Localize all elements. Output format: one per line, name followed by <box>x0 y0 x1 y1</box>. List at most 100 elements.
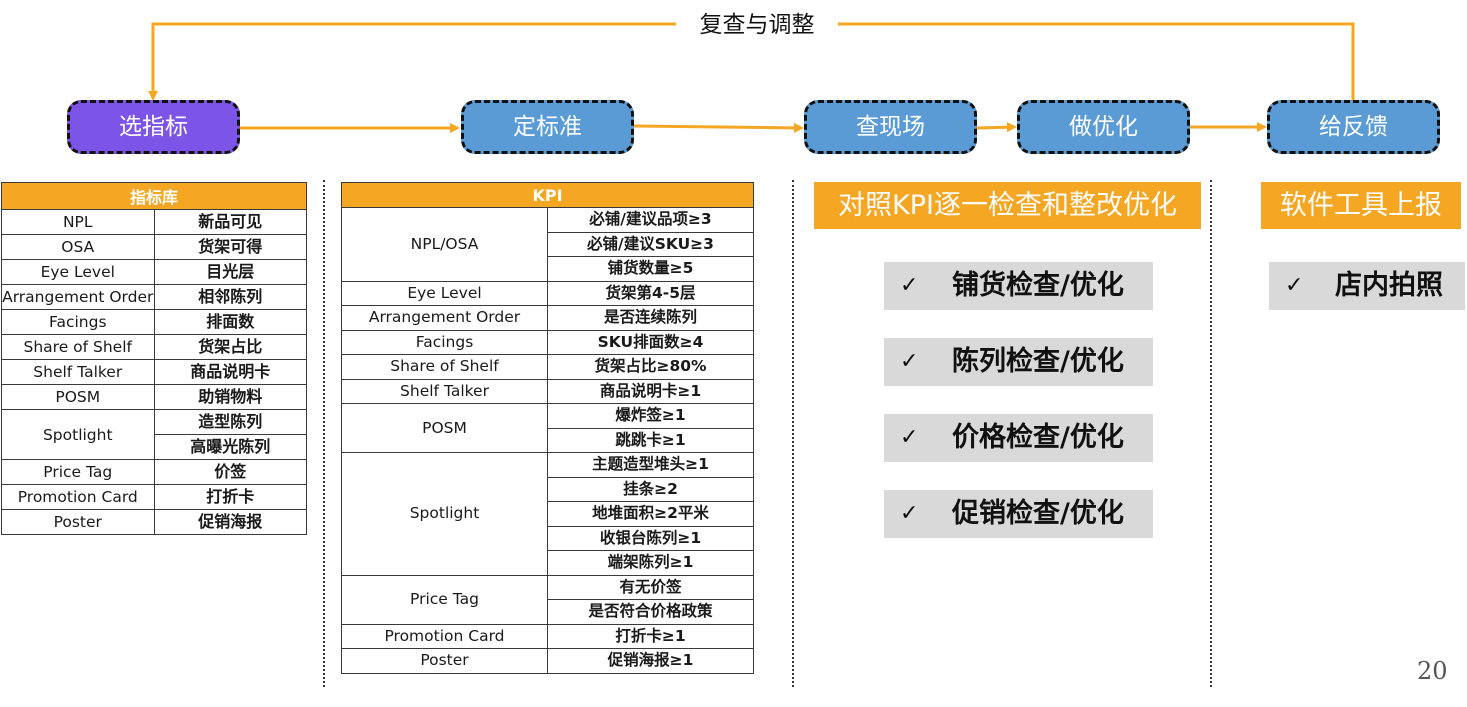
indicator-en: Price Tag <box>1 459 155 485</box>
kpi-standard: 货架第4-5层 <box>547 280 754 306</box>
indicator-zh: 货架占比 <box>153 334 307 360</box>
kpi-standard: 跳跳卡≥1 <box>547 427 754 453</box>
page-number: 20 <box>1417 657 1448 685</box>
table-row: 地堆面积≥2平米 <box>342 501 754 527</box>
kpi-standard: 货架占比≥80% <box>547 354 754 380</box>
report-item-label: 店内拍照 <box>1335 270 1443 301</box>
table-row: 高曝光陈列 <box>2 434 307 460</box>
table-row: 是否符合价格政策 <box>342 599 754 625</box>
table-row: 铺货数量≥5 <box>342 256 754 282</box>
kpi-indicator: Spotlight <box>341 452 548 576</box>
check-mark-icon: ✓ <box>900 425 919 450</box>
indicator-zh: 助销物料 <box>153 384 307 410</box>
kpi-indicator: Poster <box>341 648 548 674</box>
table-row: 必铺/建议SKU≥3 <box>342 231 754 257</box>
indicator-en: Promotion Card <box>1 484 155 510</box>
check-item-label: 铺货检查/优化 <box>952 270 1124 301</box>
indicator-zh: 排面数 <box>153 309 307 335</box>
indicator-en: Eye Level <box>1 259 155 285</box>
kpi-standard: 挂条≥2 <box>547 476 754 502</box>
indicator-en: Poster <box>1 509 155 535</box>
indicator-en: Arrangement Order <box>1 284 155 310</box>
check-mark-icon: ✓ <box>900 501 919 526</box>
check-item: ✓ 陈列检查/优化 <box>884 338 1153 386</box>
kpi-indicator: Shelf Talker <box>341 378 548 404</box>
check-banner: 对照KPI逐一检查和整改优化 <box>814 182 1201 229</box>
kpi-standard: 端架陈列≥1 <box>547 550 754 576</box>
kpi-standard: 收银台陈列≥1 <box>547 525 754 551</box>
check-item-label: 陈列检查/优化 <box>952 346 1124 377</box>
kpi-indicator: Promotion Card <box>341 623 548 649</box>
kpi-indicator: Arrangement Order <box>341 305 548 331</box>
kpi-indicator: NPL/OSA <box>341 207 548 282</box>
indicator-en: POSM <box>1 384 155 410</box>
indicator-zh: 商品说明卡 <box>153 359 307 385</box>
indicator-zh: 高曝光陈列 <box>153 434 307 460</box>
kpi-standard: 铺货数量≥5 <box>547 256 754 282</box>
kpi-standard: 促销海报≥1 <box>547 648 754 674</box>
flow-step-optimize: 做优化 <box>1017 100 1190 154</box>
report-banner: 软件工具上报 <box>1261 182 1461 229</box>
check-item: ✓ 铺货检查/优化 <box>884 262 1153 310</box>
indicator-zh: 相邻陈列 <box>153 284 307 310</box>
check-item-label: 价格检查/优化 <box>952 422 1124 453</box>
indicator-en: Share of Shelf <box>1 334 155 360</box>
indicator-en: Facings <box>1 309 155 335</box>
kpi-indicator: Price Tag <box>341 574 548 625</box>
check-item: ✓ 促销检查/优化 <box>884 490 1153 538</box>
check-item-label: 促销检查/优化 <box>952 498 1124 529</box>
table-header: 指标库 <box>1 182 307 210</box>
kpi-standard: 地堆面积≥2平米 <box>547 501 754 527</box>
kpi-standard: 爆炸签≥1 <box>547 403 754 429</box>
separator <box>792 180 794 687</box>
indicator-zh: 打折卡 <box>153 484 307 510</box>
flow-step-select-indicators: 选指标 <box>67 100 240 154</box>
flow-step-set-standards: 定标准 <box>461 100 634 154</box>
loop-label: 复查与调整 <box>676 8 838 42</box>
indicator-zh: 新品可见 <box>153 209 307 235</box>
table-row: 挂条≥2 <box>342 476 754 502</box>
separator <box>323 180 325 687</box>
kpi-standard: SKU排面数≥4 <box>547 329 754 355</box>
kpi-standard: 有无价签 <box>547 574 754 600</box>
indicator-zh: 促销海报 <box>153 509 307 535</box>
indicator-zh: 货架可得 <box>153 234 307 260</box>
check-mark-icon: ✓ <box>1285 273 1304 298</box>
indicator-zh: 造型陈列 <box>153 409 307 435</box>
indicator-en: Shelf Talker <box>1 359 155 385</box>
report-item: ✓ 店内拍照 <box>1269 262 1465 310</box>
indicator-zh: 价签 <box>153 459 307 485</box>
kpi-standard: 是否符合价格政策 <box>547 599 754 625</box>
indicator-en: Spotlight <box>1 409 155 460</box>
check-mark-icon: ✓ <box>900 349 919 374</box>
check-mark-icon: ✓ <box>900 273 919 298</box>
kpi-indicator: POSM <box>341 403 548 453</box>
check-item: ✓ 价格检查/优化 <box>884 414 1153 462</box>
indicator-en: NPL <box>1 209 155 235</box>
table-header: KPI <box>341 182 754 208</box>
arrow-step3-step4 <box>976 122 1017 133</box>
kpi-indicator: Eye Level <box>341 280 548 306</box>
indicator-zh: 目光层 <box>153 259 307 285</box>
kpi-standard: 主题造型堆头≥1 <box>547 452 754 478</box>
kpi-standard: 是否连续陈列 <box>547 305 754 331</box>
kpi-standard: 必铺/建议SKU≥3 <box>547 231 754 257</box>
